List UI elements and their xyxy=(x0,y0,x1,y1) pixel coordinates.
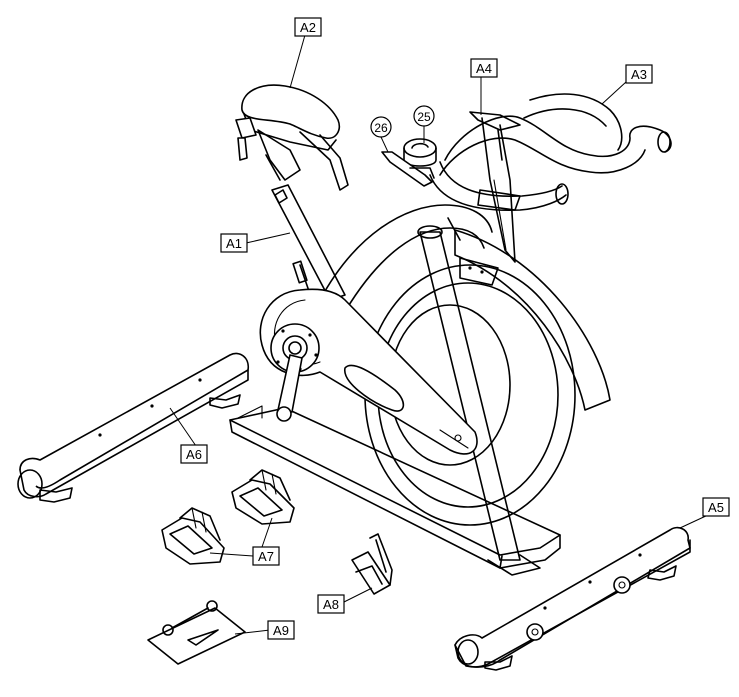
brake-lever xyxy=(381,151,435,187)
label-a2: A2 xyxy=(294,17,322,37)
handlebar xyxy=(429,93,672,241)
label-a4-text: A4 xyxy=(476,61,492,76)
label-25-text: 25 xyxy=(417,110,431,124)
pedals xyxy=(161,469,295,565)
tension-knob xyxy=(403,138,437,167)
label-26-text: 26 xyxy=(374,121,388,135)
label-a6: A6 xyxy=(180,444,208,464)
leader-lines xyxy=(169,34,709,635)
label-a4: A4 xyxy=(470,58,498,78)
chain-guard xyxy=(259,288,478,455)
bottle-cage xyxy=(351,533,393,595)
label-a1-text: A1 xyxy=(226,236,242,251)
label-a5: A5 xyxy=(702,497,730,517)
label-a9: A9 xyxy=(267,620,295,640)
handlebar-post xyxy=(459,111,521,286)
label-a9-text: A9 xyxy=(273,623,289,638)
label-a3: A3 xyxy=(625,64,653,84)
label-a8-text: A8 xyxy=(323,597,339,612)
label-a6-text: A6 xyxy=(186,447,202,462)
label-a2-text: A2 xyxy=(300,20,316,35)
tool-kit xyxy=(147,600,246,665)
label-25: 25 xyxy=(413,105,435,127)
label-a7-text: A7 xyxy=(258,549,274,564)
label-a7: A7 xyxy=(252,546,280,566)
rear-stabilizer xyxy=(454,526,691,671)
label-a5-text: A5 xyxy=(708,500,724,515)
front-stabilizer xyxy=(17,352,250,503)
label-a8: A8 xyxy=(317,594,345,614)
label-a3-text: A3 xyxy=(631,67,647,82)
seat xyxy=(235,84,349,191)
label-a1: A1 xyxy=(220,233,248,253)
label-26: 26 xyxy=(370,116,392,138)
